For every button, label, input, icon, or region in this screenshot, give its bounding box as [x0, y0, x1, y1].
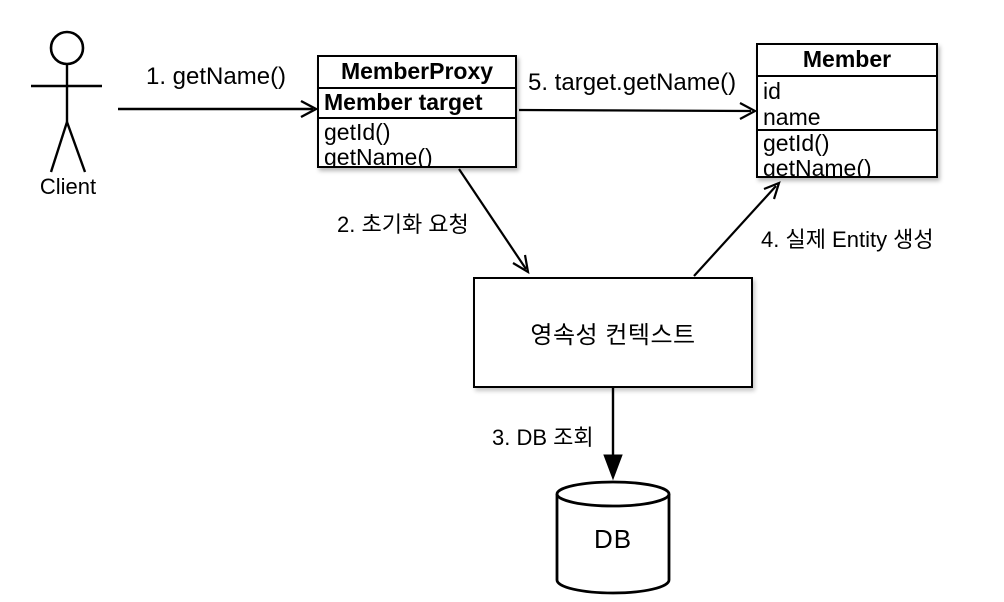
- arrow-step5: [518, 102, 758, 120]
- method-getname: getName(): [324, 144, 433, 167]
- field-member-target: Member target: [324, 89, 483, 115]
- class-name-member: Member: [802, 46, 892, 72]
- label-step1-getname: 1. getName(): [146, 63, 287, 90]
- class-box-memberproxy: MemberProxy Member target getId() getNam…: [317, 55, 517, 168]
- method-getid: getId(): [763, 130, 830, 156]
- field-name: name: [763, 104, 821, 129]
- actor-label: Client: [39, 174, 97, 199]
- label-step3-db-query: 3. DB 조회: [492, 425, 594, 450]
- arrow-step4: [693, 181, 781, 277]
- class-name-memberproxy: MemberProxy: [340, 58, 494, 84]
- class-box-member: Member id name getId() getName(): [756, 43, 938, 178]
- database-cylinder-icon: [555, 480, 671, 595]
- persistence-context-label: 영속성 컨텍스트: [530, 322, 696, 349]
- actor-figure-icon: [31, 30, 102, 173]
- method-getname: getName(): [763, 155, 872, 177]
- method-getid: getId(): [324, 119, 391, 145]
- label-step4-create-entity: 4. 실제 Entity 생성: [761, 227, 934, 252]
- database-label: DB: [593, 524, 633, 554]
- field-id: id: [763, 78, 781, 104]
- label-step2-init-request: 2. 초기화 요청: [337, 212, 469, 237]
- persistence-context-box: 영속성 컨텍스트: [473, 277, 753, 388]
- arrow-step1: [118, 99, 319, 119]
- arrow-step3: [603, 388, 623, 481]
- label-step5-target-getname: 5. target.getName(): [528, 69, 737, 96]
- arrow-step2: [458, 168, 530, 275]
